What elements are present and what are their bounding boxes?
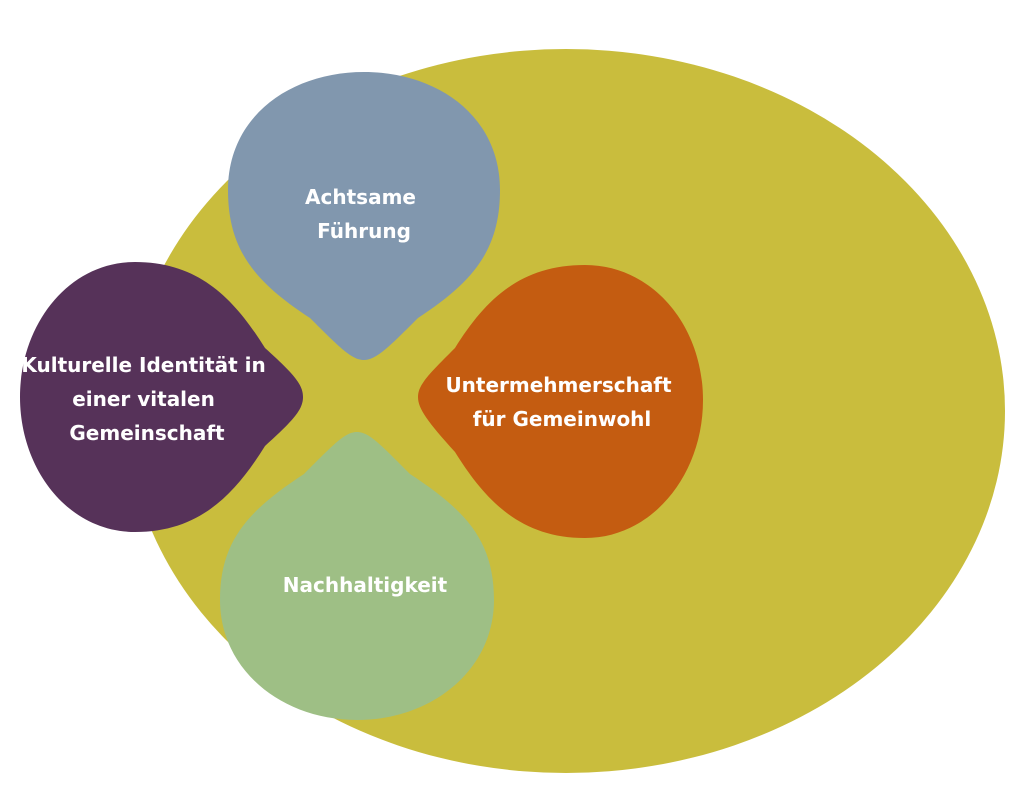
label-line: Nachhaltigkeit xyxy=(283,573,448,597)
label-line: für Gemeinwohl xyxy=(473,407,652,431)
petal-kulturelle-identitaet xyxy=(20,262,303,532)
petal-unternehmerschaft xyxy=(418,265,703,538)
petal-achtsame-fuehrung xyxy=(228,72,500,360)
label-line: Gemeinschaft xyxy=(69,421,225,445)
label-line: Kulturelle Identität in xyxy=(21,353,265,377)
label-kulturelle-identitaet: Kulturelle Identität in einer vitalen Ge… xyxy=(21,353,272,445)
label-nachhaltigkeit: Nachhaltigkeit xyxy=(283,573,448,597)
label-line: Untermehmerschaft xyxy=(445,373,672,397)
label-achtsame-fuehrung: Achtsame Führung xyxy=(305,185,423,243)
label-line: einer vitalen xyxy=(72,387,215,411)
label-line: Achtsame xyxy=(305,185,416,209)
petal-nachhaltigkeit xyxy=(220,432,494,720)
label-unternehmerschaft: Untermehmerschaft für Gemeinwohl xyxy=(445,373,678,431)
label-line: Führung xyxy=(317,219,411,243)
